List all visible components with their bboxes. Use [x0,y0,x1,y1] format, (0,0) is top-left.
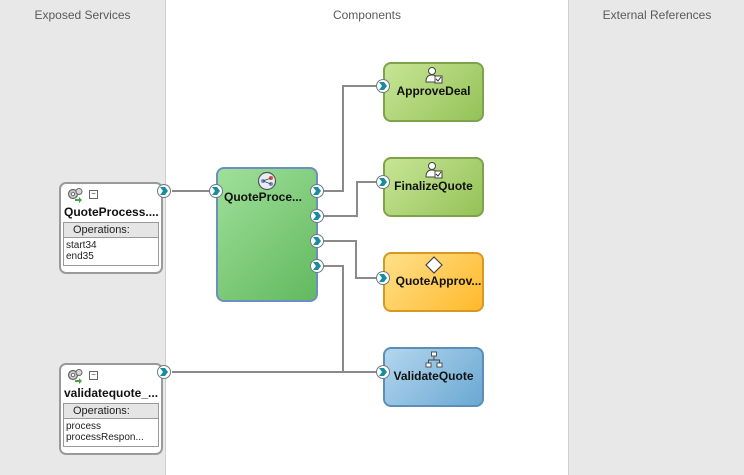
collapse-button[interactable]: − [89,371,98,380]
validatequote-component[interactable]: ValidateQuote [383,347,484,407]
validatequote-service-port[interactable] [376,365,390,379]
operations-header: Operations: [64,223,158,238]
chevron-right-icon [379,368,387,376]
chevron-right-icon [313,262,321,270]
operations-panel: Operations: process processRespon... [63,403,159,447]
chevron-right-icon [379,82,387,90]
operation-item[interactable]: processRespon... [66,432,144,443]
gear-icon [67,188,83,203]
service-port[interactable] [157,365,171,379]
service-title: validatequote_... [64,386,159,400]
chevron-right-icon [160,187,168,195]
collapse-button[interactable]: − [89,190,98,199]
operation-item[interactable]: end35 [66,251,94,262]
chevron-right-icon [313,187,321,195]
business-rule-icon [425,256,443,274]
process-reference-port[interactable] [310,209,324,223]
external-references-lane: External References [568,0,744,475]
operations-panel: Operations: start34 end35 [63,222,159,266]
exposed-services-header: Exposed Services [34,8,131,22]
chevron-right-icon [313,237,321,245]
chevron-right-icon [379,274,387,282]
quoteapproval-label: QuoteApprov... [395,274,482,288]
approvedeal-service-port[interactable] [376,79,390,93]
external-references-header: External References [602,8,712,22]
finalizequote-label: FinalizeQuote [394,179,473,193]
validatequote-label: ValidateQuote [393,369,474,383]
components-header: Components [332,8,402,22]
process-reference-port[interactable] [310,259,324,273]
chevron-right-icon [379,178,387,186]
bpel-process-icon [257,171,277,191]
service-port[interactable] [157,184,171,198]
process-reference-port[interactable] [310,234,324,248]
service-title: QuoteProcess.... [64,205,159,219]
gear-icon [67,369,83,384]
service-card-quoteprocess[interactable]: − QuoteProcess.... Operations: start34 e… [59,182,163,274]
process-reference-port[interactable] [310,184,324,198]
mediator-icon [425,351,443,368]
quoteapproval-service-port[interactable] [376,271,390,285]
chevron-right-icon [160,368,168,376]
finalizequote-component[interactable]: FinalizeQuote [383,157,484,217]
human-task-icon [425,162,443,179]
chevron-right-icon [212,187,220,195]
service-card-validatequote[interactable]: − validatequote_... Operations: process … [59,363,163,455]
process-label: QuoteProce... [224,190,303,204]
approvedeal-label: ApproveDeal [396,84,471,98]
operation-item[interactable]: start34 [66,240,97,251]
finalizequote-service-port[interactable] [376,175,390,189]
human-task-icon [425,67,443,84]
quoteapproval-component[interactable]: QuoteApprov... [383,252,484,312]
process-input-port[interactable] [209,184,223,198]
approvedeal-component[interactable]: ApproveDeal [383,62,484,122]
operation-item[interactable]: process [66,421,102,432]
chevron-right-icon [313,212,321,220]
bpel-process-component[interactable]: QuoteProce... [216,167,318,302]
operations-header: Operations: [64,404,158,419]
